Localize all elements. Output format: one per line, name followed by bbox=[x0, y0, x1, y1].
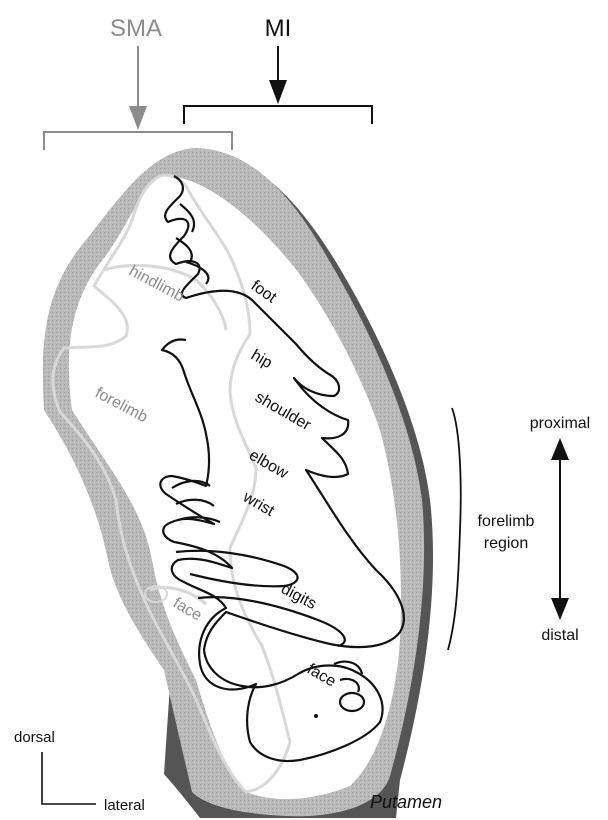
mi-header: MI bbox=[184, 15, 372, 124]
mi-bracket bbox=[184, 106, 372, 124]
lateral-label: lateral bbox=[104, 797, 145, 814]
forelimb-region-label-line2: region bbox=[484, 535, 528, 552]
orientation-lines bbox=[42, 752, 96, 804]
mi-arrowhead-icon bbox=[269, 80, 287, 104]
forelimb-region-label-line1: forelimb bbox=[478, 513, 535, 530]
proximal-arrowhead-icon bbox=[551, 438, 569, 460]
forelimb-region-brace: forelimb region bbox=[448, 408, 535, 650]
distal-arrowhead-icon bbox=[551, 598, 569, 620]
proximal-distal-axis: proximal distal bbox=[530, 415, 590, 644]
mi-label: MI bbox=[265, 15, 292, 42]
orientation-axes: dorsal lateral bbox=[14, 729, 145, 814]
sma-bracket bbox=[44, 132, 232, 150]
distal-label: distal bbox=[541, 627, 578, 644]
mi-face-dot bbox=[314, 714, 318, 718]
brace-line bbox=[448, 408, 461, 650]
sma-header: SMA bbox=[44, 15, 232, 150]
sma-arrowhead-icon bbox=[129, 106, 147, 130]
sma-label: SMA bbox=[110, 15, 162, 42]
proximal-label: proximal bbox=[530, 415, 590, 432]
dorsal-label: dorsal bbox=[14, 729, 55, 746]
putamen-body bbox=[43, 148, 433, 818]
putamen-label: Putamen bbox=[370, 792, 442, 812]
